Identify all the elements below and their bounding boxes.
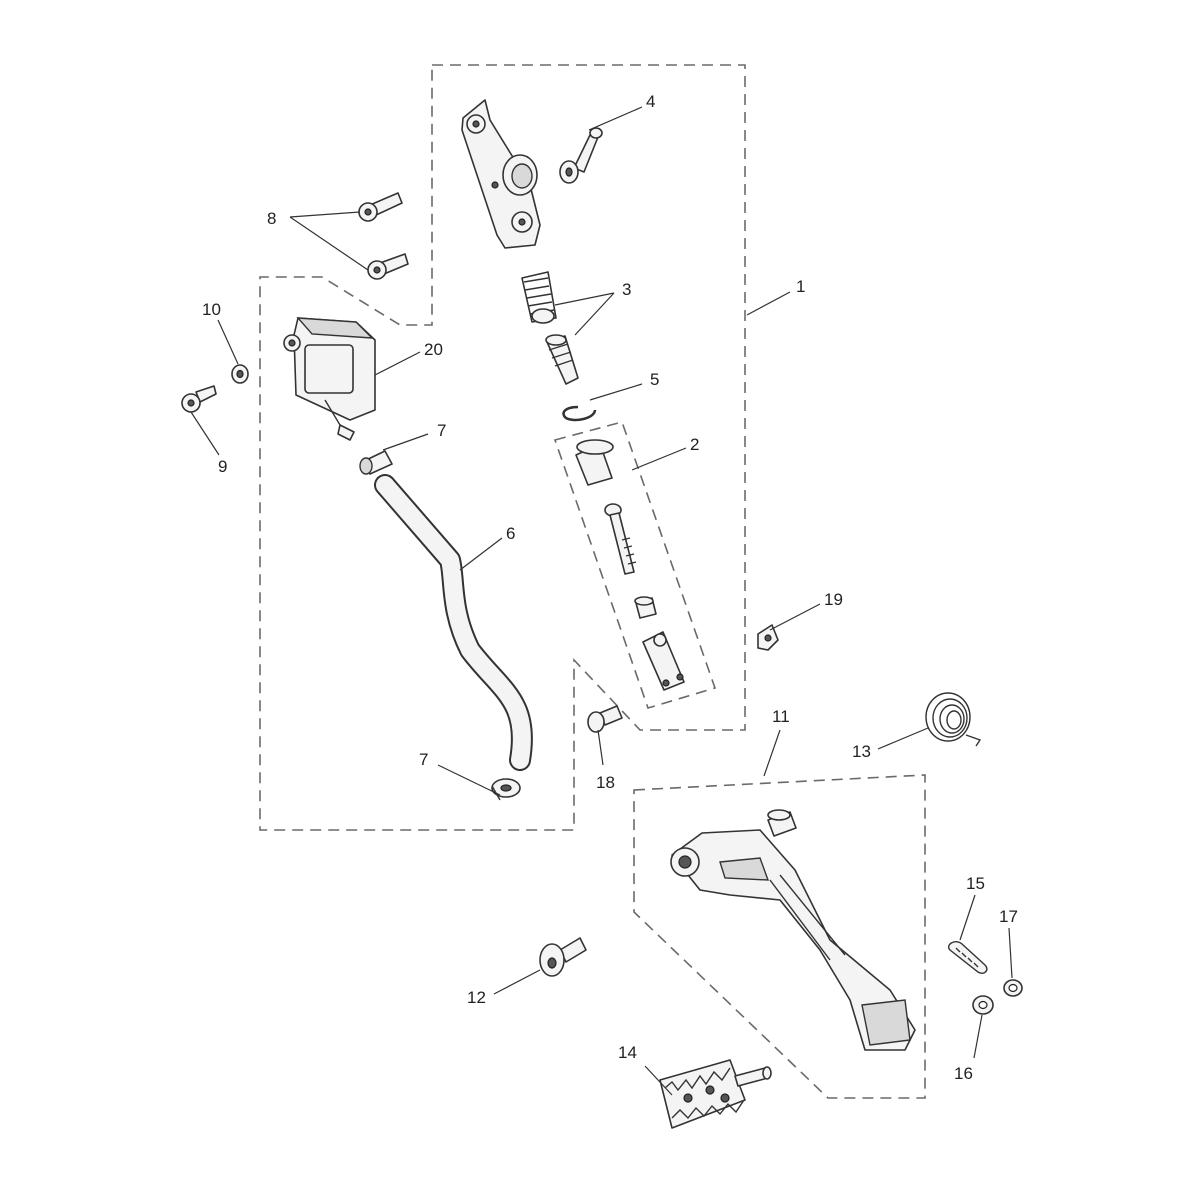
shoulder-bolt-part	[539, 937, 587, 977]
clevis-part	[642, 631, 685, 691]
callout-9: 9	[218, 457, 227, 476]
circlip-part	[562, 405, 597, 422]
button-bolt-upper-part	[358, 192, 403, 222]
washer-16-part	[972, 995, 994, 1015]
group-1-boundary	[259, 64, 746, 831]
clip-part	[757, 624, 779, 651]
button-bolt-lower-part	[367, 253, 409, 280]
leader-lines	[190, 106, 1013, 1096]
callout-11: 11	[772, 707, 790, 726]
washer-part	[231, 364, 249, 384]
callout-18: 18	[596, 773, 615, 792]
callout-2: 2	[690, 435, 699, 454]
return-spring-part	[948, 941, 988, 974]
socket-bolt-part	[181, 385, 217, 413]
callout-19: 19	[824, 590, 843, 609]
push-rod-part	[604, 503, 637, 575]
callout-7-upper: 7	[437, 421, 446, 440]
hose-part	[374, 474, 533, 771]
washer-17-part	[1003, 979, 1023, 997]
callout-12: 12	[467, 988, 486, 1007]
reservoir-part	[283, 317, 376, 441]
callout-1: 1	[796, 277, 805, 296]
callout-20: 20	[424, 340, 443, 359]
group-11-boundary	[633, 774, 926, 1099]
callout-8: 8	[267, 209, 276, 228]
callout-10: 10	[202, 300, 221, 319]
brake-pedal-part	[670, 809, 916, 1051]
piston-part	[545, 334, 579, 385]
group-2-boundary	[553, 421, 717, 709]
callout-15: 15	[966, 874, 985, 893]
hose-clamp-upper-part	[359, 450, 393, 475]
callout-13: 13	[852, 742, 871, 761]
callout-labels: 1 2 3 4 5 6 7 7 8 9 10 11 12 13 14 15 16…	[202, 92, 1018, 1083]
callout-6: 6	[506, 524, 515, 543]
callout-14: 14	[618, 1043, 637, 1062]
torsion-spring-part	[925, 692, 982, 747]
callout-17: 17	[999, 907, 1018, 926]
callout-4: 4	[646, 92, 655, 111]
pivot-pin-part	[587, 705, 623, 733]
callout-7-lower: 7	[419, 750, 428, 769]
footpeg-part	[659, 1059, 772, 1129]
callout-16: 16	[954, 1064, 973, 1083]
master-cylinder-body-part	[461, 99, 541, 249]
boot-part	[575, 439, 614, 486]
elbow-fitting-part	[559, 127, 603, 184]
callout-5: 5	[650, 370, 659, 389]
spring-part	[521, 271, 557, 324]
locknut-part	[634, 596, 657, 619]
callout-3: 3	[622, 280, 631, 299]
hose-clamp-lower-part	[491, 778, 521, 801]
